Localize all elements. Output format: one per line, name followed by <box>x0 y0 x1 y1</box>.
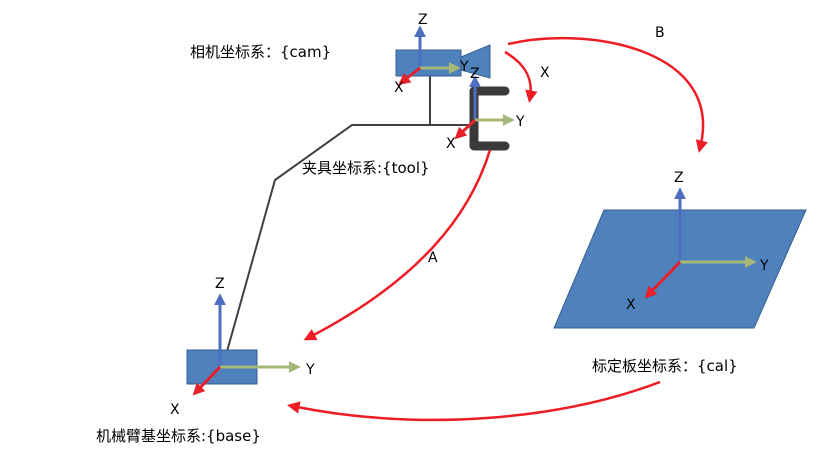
tool-z-label: Z <box>470 66 480 82</box>
base-axes <box>192 293 301 396</box>
calib-y-label: Y <box>759 258 769 274</box>
calib-x-axis <box>644 260 682 299</box>
calib-x-label: X <box>626 297 636 313</box>
arc-x <box>504 50 538 103</box>
base-x-label: X <box>170 402 180 418</box>
camera-y-label: Y <box>459 59 469 75</box>
arc-a <box>303 149 492 341</box>
camera-z-label: Z <box>418 12 428 28</box>
camera-x-label: X <box>394 80 404 96</box>
camera-frame-label: 相机坐标系：{cam} <box>190 43 331 61</box>
base-frame-label: 机械臂基坐标系:{base} <box>96 427 261 445</box>
base-x-axis <box>192 365 222 396</box>
calib-z-label: Z <box>674 170 684 186</box>
camera-axes <box>398 25 461 85</box>
tool-x-label: X <box>446 136 456 152</box>
calibration-plate <box>553 209 807 329</box>
transform-a-label: A <box>428 250 438 266</box>
calib-frame-label: 标定板坐标系：{cal} <box>592 357 738 375</box>
base-y-label: Y <box>305 362 315 378</box>
arm-link <box>225 124 470 356</box>
arc-calib-to-base <box>287 380 661 422</box>
camera-x-axis <box>398 66 421 85</box>
tool-x-axis <box>454 118 477 140</box>
transform-b-label: B <box>655 25 665 41</box>
base-z-label: Z <box>215 276 225 292</box>
arc-b <box>507 36 708 153</box>
tool-y-label: Y <box>515 114 525 130</box>
tool-frame-label: 夹具坐标系:{tool} <box>302 159 430 177</box>
transform-arcs <box>287 36 708 422</box>
camera-box <box>395 49 462 77</box>
robot-arm <box>225 75 470 356</box>
transform-x-label: X <box>540 65 550 81</box>
tool-axes <box>454 75 515 140</box>
calib-axes <box>644 187 757 299</box>
camera-lens <box>460 44 491 79</box>
